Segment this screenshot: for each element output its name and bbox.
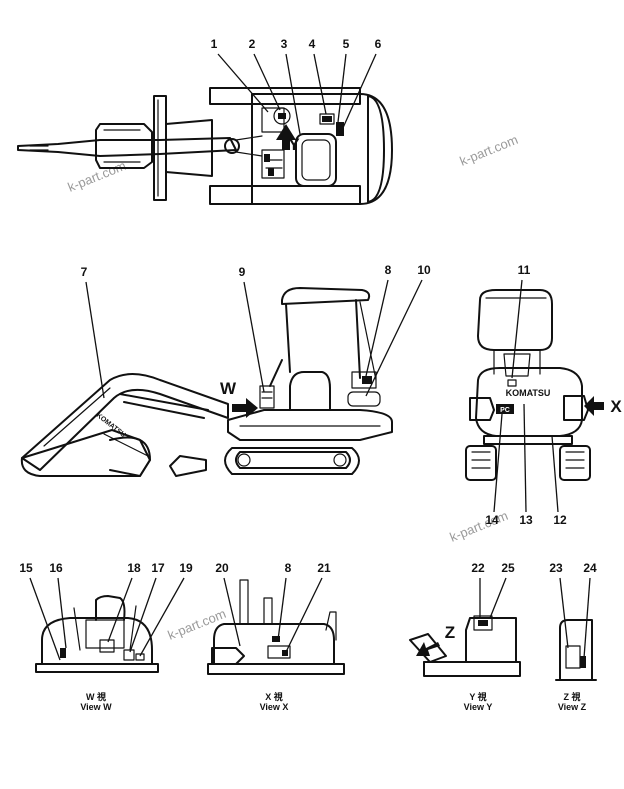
view-x-marker: X [610, 397, 622, 416]
callout-25: 25 [501, 561, 515, 575]
view-z-callouts: 23 24 Z 視 View Z [549, 561, 597, 712]
view-z-label-jp: Z 視 [564, 691, 581, 702]
callout-2: 2 [249, 37, 256, 51]
callout-18: 18 [127, 561, 141, 575]
view-y-label: View Y [464, 702, 493, 712]
view-x-label: View X [260, 702, 289, 712]
callout-3: 3 [281, 37, 288, 51]
view-y-drawing: Z [409, 615, 521, 677]
callout-13: 13 [519, 513, 533, 527]
rear-view-drawing: KOMATSU PC X [465, 289, 622, 481]
callout-4: 4 [309, 37, 316, 51]
callout-17: 17 [151, 561, 165, 575]
view-w-label: View W [80, 702, 112, 712]
view-w-marker: W [220, 379, 237, 398]
callout-9: 9 [239, 265, 246, 279]
rear-brand-decal: KOMATSU [506, 388, 551, 398]
callout-10: 10 [417, 263, 431, 277]
watermark-3: k-part.com [448, 508, 511, 545]
side-view-callouts: 7 9 8 10 [81, 263, 431, 399]
callout-20: 20 [215, 561, 229, 575]
rear-model-decal: PC [500, 407, 510, 414]
view-w-drawing [35, 595, 159, 673]
callout-6: 6 [375, 37, 382, 51]
side-view-drawing: W KOMATSU [20, 287, 393, 477]
callout-7: 7 [81, 265, 88, 279]
view-z-marker: Z [445, 623, 455, 642]
view-z-drawing [555, 619, 597, 681]
callout-8: 8 [385, 263, 392, 277]
callout-19: 19 [179, 561, 193, 575]
callout-5: 5 [343, 37, 350, 51]
view-x-callouts: 20 8 21 X 視 View X [215, 561, 331, 712]
view-y-marker: Y [288, 135, 300, 154]
watermark-4: k-part.com [166, 606, 229, 643]
boom-brand-decal: KOMATSU [95, 412, 127, 439]
view-w-callouts: 15 16 18 17 19 W 視 View W [19, 561, 193, 712]
view-z-label: View Z [558, 702, 587, 712]
rear-view-callouts: 11 14 13 12 [485, 263, 567, 527]
view-y-callouts: 22 25 Y 視 View Y [464, 561, 515, 712]
callout-14: 14 [485, 513, 499, 527]
view-x-drawing [207, 579, 345, 675]
view-w-label-jp: W 視 [86, 691, 106, 702]
callout-1: 1 [211, 37, 218, 51]
callout-12: 12 [553, 513, 567, 527]
view-x-label-jp: X 視 [265, 691, 283, 702]
view-y-label-jp: Y 視 [469, 691, 486, 702]
callout-22: 22 [471, 561, 485, 575]
top-view-drawing: Y [17, 87, 393, 205]
watermark-2: k-part.com [458, 132, 521, 169]
callout-21: 21 [317, 561, 331, 575]
callout-15: 15 [19, 561, 33, 575]
top-view-callouts: 1 2 3 4 5 6 [211, 37, 382, 135]
callout-24: 24 [583, 561, 597, 575]
callout-8-x: 8 [285, 561, 292, 575]
callout-23: 23 [549, 561, 563, 575]
callout-16: 16 [49, 561, 63, 575]
callout-11: 11 [518, 263, 531, 277]
